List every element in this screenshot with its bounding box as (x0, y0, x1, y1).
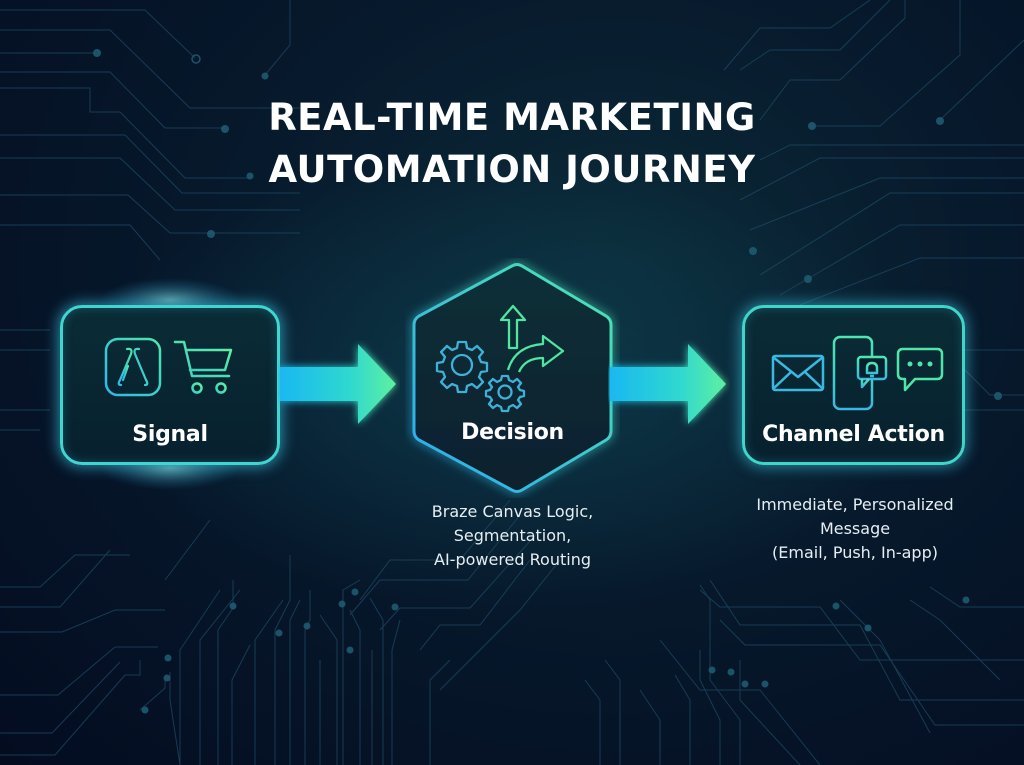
title-line-2: AUTOMATION JOURNEY (268, 148, 756, 191)
channel-caption-line: Message (819, 519, 891, 538)
page-title: REAL-TIME MARKETING AUTOMATION JOURNEY (0, 92, 1024, 196)
branching-arrows-icon (499, 304, 565, 373)
channel-action-caption: Immediate, Personalized Message (Email, … (730, 493, 980, 565)
decision-label: Decision (461, 420, 564, 445)
chat-bubble-icon (896, 347, 944, 392)
decision-caption: Braze Canvas Logic, Segmentation, AI-pow… (400, 500, 625, 572)
decision-node (412, 263, 613, 493)
title-line-1: REAL-TIME MARKETING (268, 96, 756, 139)
email-icon (771, 354, 825, 392)
decision-caption-line: Braze Canvas Logic, (431, 502, 594, 521)
arrow-right-icon (280, 344, 396, 424)
channel-action-label: Channel Action (762, 422, 945, 447)
app-store-icon (104, 337, 162, 397)
channel-action-node: Channel Action (742, 305, 965, 465)
mobile-notification-icon (832, 335, 888, 411)
channel-caption-line: (Email, Push, In-app) (772, 543, 938, 562)
signal-node: Signal (60, 305, 280, 465)
shopping-cart-icon (173, 340, 233, 394)
signal-label: Signal (132, 422, 208, 447)
decision-caption-line: Segmentation, (453, 526, 572, 545)
gears-icon (435, 304, 565, 413)
decision-caption-line: AI-powered Routing (434, 550, 591, 569)
arrow-right-icon (610, 344, 726, 424)
channel-caption-line: Immediate, Personalized (756, 495, 954, 514)
